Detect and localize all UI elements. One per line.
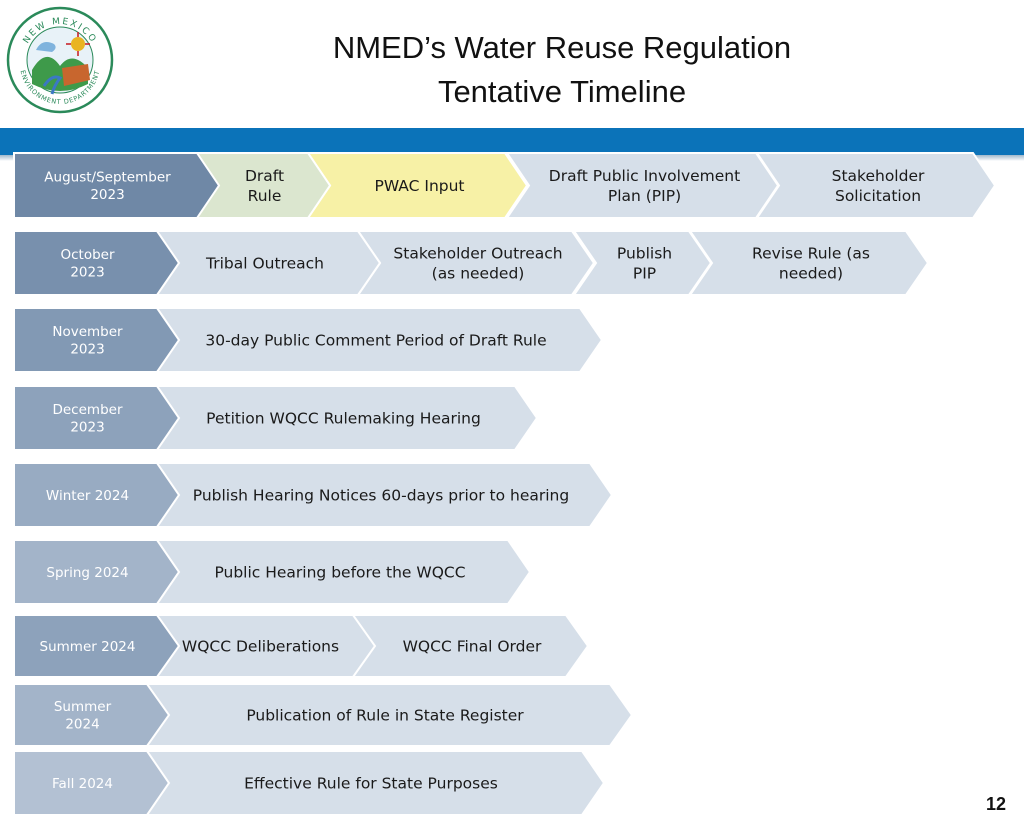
period-chevron xyxy=(13,152,221,219)
step-label: Revise Rule (as needed) xyxy=(752,245,870,283)
period-label-line: 2024 xyxy=(65,717,99,733)
period-chevron xyxy=(13,462,181,528)
step-label: WQCC Final Order xyxy=(403,638,542,656)
timeline-row xyxy=(13,614,590,678)
step-label: Petition WQCC Rulemaking Hearing xyxy=(206,410,481,428)
step-label-line: Tribal Outreach xyxy=(205,255,324,273)
step-label-line: Draft Public Involvement xyxy=(549,167,740,185)
period-label-line: Summer xyxy=(54,699,112,715)
period-label-line: October xyxy=(60,247,114,263)
period-label-line: Summer 2024 xyxy=(40,639,136,655)
step-chevron xyxy=(572,230,713,296)
step-label: Tribal Outreach xyxy=(205,255,324,273)
step-chevron xyxy=(356,230,596,296)
period-label-line: Fall 2024 xyxy=(52,776,113,792)
period-label-line: August/September xyxy=(44,170,171,186)
period-chevron xyxy=(13,307,181,373)
period-label: December 2023 xyxy=(52,402,122,435)
step-label-line: Effective Rule for State Purposes xyxy=(244,775,498,793)
period-chevron xyxy=(13,385,181,451)
title-line-2: Tentative Timeline xyxy=(437,74,687,109)
period-chevron xyxy=(13,683,171,747)
step-label-line: Stakeholder Outreach xyxy=(393,245,562,263)
period-chevron xyxy=(13,230,181,296)
period-label: Spring 2024 xyxy=(46,565,128,581)
step-chevron xyxy=(688,230,930,296)
period-chevron xyxy=(13,539,181,605)
step-chevron xyxy=(505,152,780,219)
step-label-line: Draft xyxy=(245,167,284,185)
period-label-line: December xyxy=(52,402,122,418)
step-label-line: Plan (PIP) xyxy=(608,187,681,205)
step-label: 30-day Public Comment Period of Draft Ru… xyxy=(205,332,546,350)
timeline-row xyxy=(13,462,614,528)
step-label: WQCC Deliberations xyxy=(182,638,339,656)
step-label-line: WQCC Final Order xyxy=(403,638,542,656)
step-label-line: PIP xyxy=(633,265,656,283)
step-label-line: (as needed) xyxy=(432,265,525,283)
timeline-row xyxy=(13,385,539,451)
period-label: Winter 2024 xyxy=(46,488,129,504)
step-label-line: Rule xyxy=(248,187,282,205)
timeline-row xyxy=(13,750,606,816)
timeline-row xyxy=(13,539,532,605)
period-label-line: 2023 xyxy=(70,265,104,281)
page-number: 12 xyxy=(985,794,1006,814)
period-label-line: Spring 2024 xyxy=(46,565,128,581)
step-label-line: Solicitation xyxy=(835,187,921,205)
step-label-line: Publish Hearing Notices 60-days prior to… xyxy=(193,487,569,505)
step-label: PWAC Input xyxy=(374,177,464,195)
period-label: Fall 2024 xyxy=(52,776,113,792)
page-title: NMED’s Water Reuse Regulation Tentative … xyxy=(250,26,874,114)
step-label-line: WQCC Deliberations xyxy=(182,638,339,656)
period-chevron xyxy=(13,614,181,678)
period-label-line: Winter 2024 xyxy=(46,488,129,504)
timeline-row xyxy=(13,230,930,296)
period-label-line: 2023 xyxy=(70,420,104,436)
step-label-line: Public Hearing before the WQCC xyxy=(214,564,465,582)
period-label: Summer 2024 xyxy=(54,699,112,732)
step-label: Publication of Rule in State Register xyxy=(246,707,524,725)
step-label: Effective Rule for State Purposes xyxy=(244,775,498,793)
step-label: Public Hearing before the WQCC xyxy=(214,564,465,582)
step-label-line: Petition WQCC Rulemaking Hearing xyxy=(206,410,481,428)
step-label-line: 30-day Public Comment Period of Draft Ru… xyxy=(205,332,546,350)
title-line-1: NMED’s Water Reuse Regulation xyxy=(332,30,792,65)
step-label-line: Stakeholder xyxy=(832,167,925,185)
step-chevron xyxy=(755,152,997,219)
step-label-line: Publication of Rule in State Register xyxy=(246,707,524,725)
period-label: November 2023 xyxy=(52,324,123,357)
step-label-line: Revise Rule (as xyxy=(752,245,870,263)
step-label-line: needed) xyxy=(779,265,843,283)
period-label-line: 2023 xyxy=(70,342,104,358)
step-label-line: Publish xyxy=(617,245,672,263)
period-label-line: November xyxy=(52,324,123,340)
period-label: October 2023 xyxy=(60,247,114,280)
nmed-logo-icon: NEW MEXICO ENVIRONMENT DEPARTMENT xyxy=(6,6,114,114)
period-label-line: 2023 xyxy=(90,187,124,203)
timeline-row xyxy=(13,152,997,219)
timeline-row xyxy=(13,683,634,747)
step-label: Publish Hearing Notices 60-days prior to… xyxy=(193,487,569,505)
period-chevron xyxy=(13,750,171,816)
step-label-line: PWAC Input xyxy=(374,177,464,195)
timeline-row xyxy=(13,307,604,373)
period-label: Summer 2024 xyxy=(40,639,136,655)
step-label: Stakeholder Outreach (as needed) xyxy=(393,245,562,283)
